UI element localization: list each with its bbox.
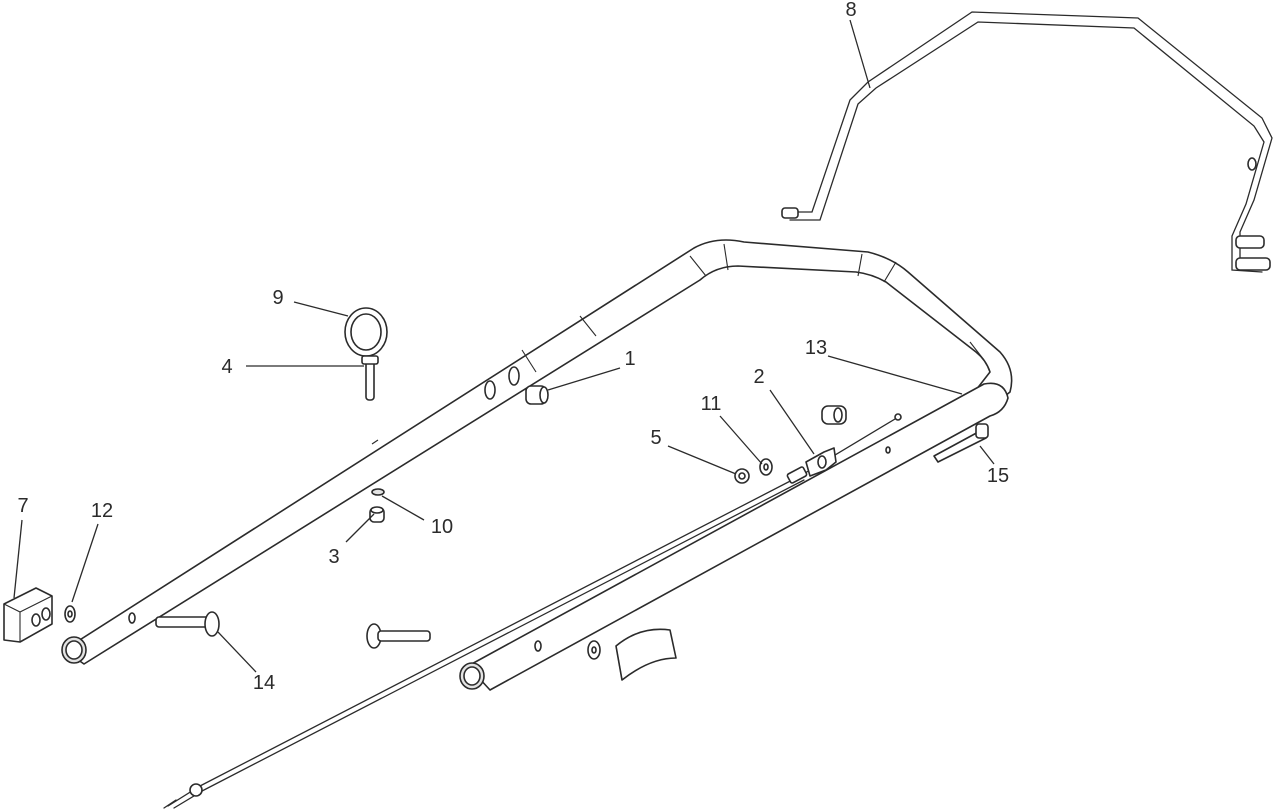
callout-14: 14 [253, 672, 275, 694]
part-4-bolt [361, 355, 379, 401]
part-8-bail-guard [781, 11, 1273, 273]
part-13-handle-tube [61, 239, 1013, 691]
part-11-washer [759, 458, 773, 476]
callout-3: 3 [328, 546, 339, 568]
callout-9: 9 [272, 287, 283, 309]
callout-7: 7 [17, 495, 28, 517]
callout-13: 13 [805, 337, 827, 359]
leader-lines [13, 19, 995, 673]
part-washer-lower [587, 640, 601, 660]
part-cap [821, 405, 847, 425]
callout-11: 11 [701, 393, 722, 415]
callout-4: 4 [221, 356, 232, 378]
control-cable [163, 413, 902, 809]
callout-10: 10 [431, 516, 453, 538]
part-5-nut [734, 468, 750, 484]
callout-1: 1 [624, 348, 635, 370]
part-1-plug [525, 385, 549, 405]
callout-8: 8 [845, 0, 856, 21]
callout-2: 2 [753, 366, 764, 388]
part-14-carriage-bolt [155, 611, 220, 637]
part-3-nut [369, 506, 385, 523]
callout-15: 15 [987, 465, 1009, 487]
part-grip-knob [615, 628, 677, 681]
callout-5: 5 [650, 427, 661, 449]
part-carriage-bolt [366, 623, 431, 649]
part-12-washer [64, 605, 76, 623]
part-7-end-bracket [3, 587, 53, 643]
callout-12: 12 [91, 500, 113, 522]
part-15-pin [933, 423, 989, 463]
part-2-cable-bracket [786, 447, 837, 484]
part-9-ring-clamp [344, 307, 388, 357]
part-10-clip [371, 488, 385, 496]
callout-labels: 8 9 4 1 13 2 11 5 15 10 3 7 12 14 [17, 0, 1009, 694]
